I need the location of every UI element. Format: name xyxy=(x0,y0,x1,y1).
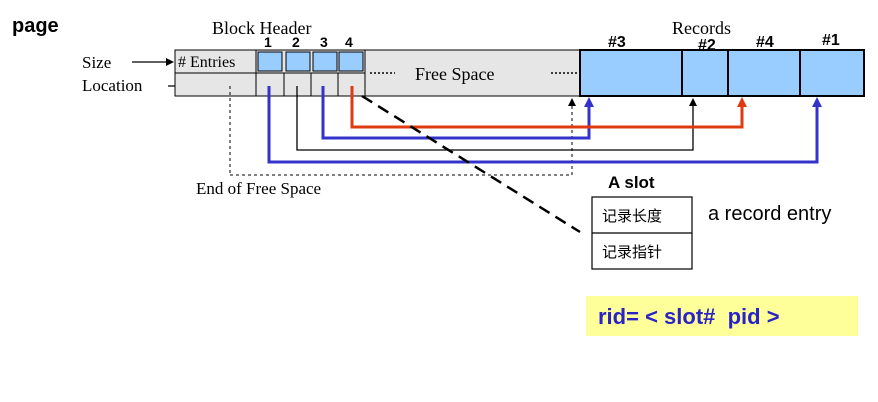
slot-number-4: 4 xyxy=(345,34,353,50)
record-label-2: #2 xyxy=(698,37,716,54)
slot-1-pointer xyxy=(267,86,822,164)
slot-4-length xyxy=(338,51,364,72)
slot-zoom-line xyxy=(361,94,581,234)
record-label-4: #4 xyxy=(756,34,774,51)
slot-4-pointer xyxy=(350,86,747,129)
slot-1-length xyxy=(257,51,283,72)
page-title: page xyxy=(12,15,59,37)
record-2 xyxy=(681,49,729,97)
slot-2-length xyxy=(285,51,311,72)
slot-pointer-field: 记录指针 xyxy=(602,244,662,261)
end-free-space-label: End of Free Space xyxy=(196,179,321,198)
record-4 xyxy=(727,49,801,97)
slot-number-2: 2 xyxy=(292,34,300,50)
record-3 xyxy=(579,49,683,97)
slot-number-1: 1 xyxy=(264,34,272,50)
records-area xyxy=(579,49,865,97)
entries-label: # Entries xyxy=(178,54,235,71)
slot-cells xyxy=(257,50,366,96)
record-label-3: #3 xyxy=(608,34,626,51)
size-label: Size xyxy=(82,53,111,72)
slot-length-field: 记录长度 xyxy=(602,208,662,225)
block-header-label: Block Header xyxy=(212,18,311,38)
slot-3-pointer xyxy=(321,86,594,140)
rid-box xyxy=(586,296,858,336)
rid-formula: rid= < slot# pid > xyxy=(598,304,780,329)
slot-number-3: 3 xyxy=(320,34,328,50)
record-1 xyxy=(799,49,865,97)
record-label-1: #1 xyxy=(822,32,840,49)
record-entry-label: a record entry xyxy=(708,203,831,225)
free-space-label: Free Space xyxy=(415,64,494,84)
records-label: Records xyxy=(672,18,731,38)
a-slot-label: A slot xyxy=(608,173,655,192)
location-label: Location xyxy=(82,76,143,95)
slot-3-length xyxy=(312,51,338,72)
